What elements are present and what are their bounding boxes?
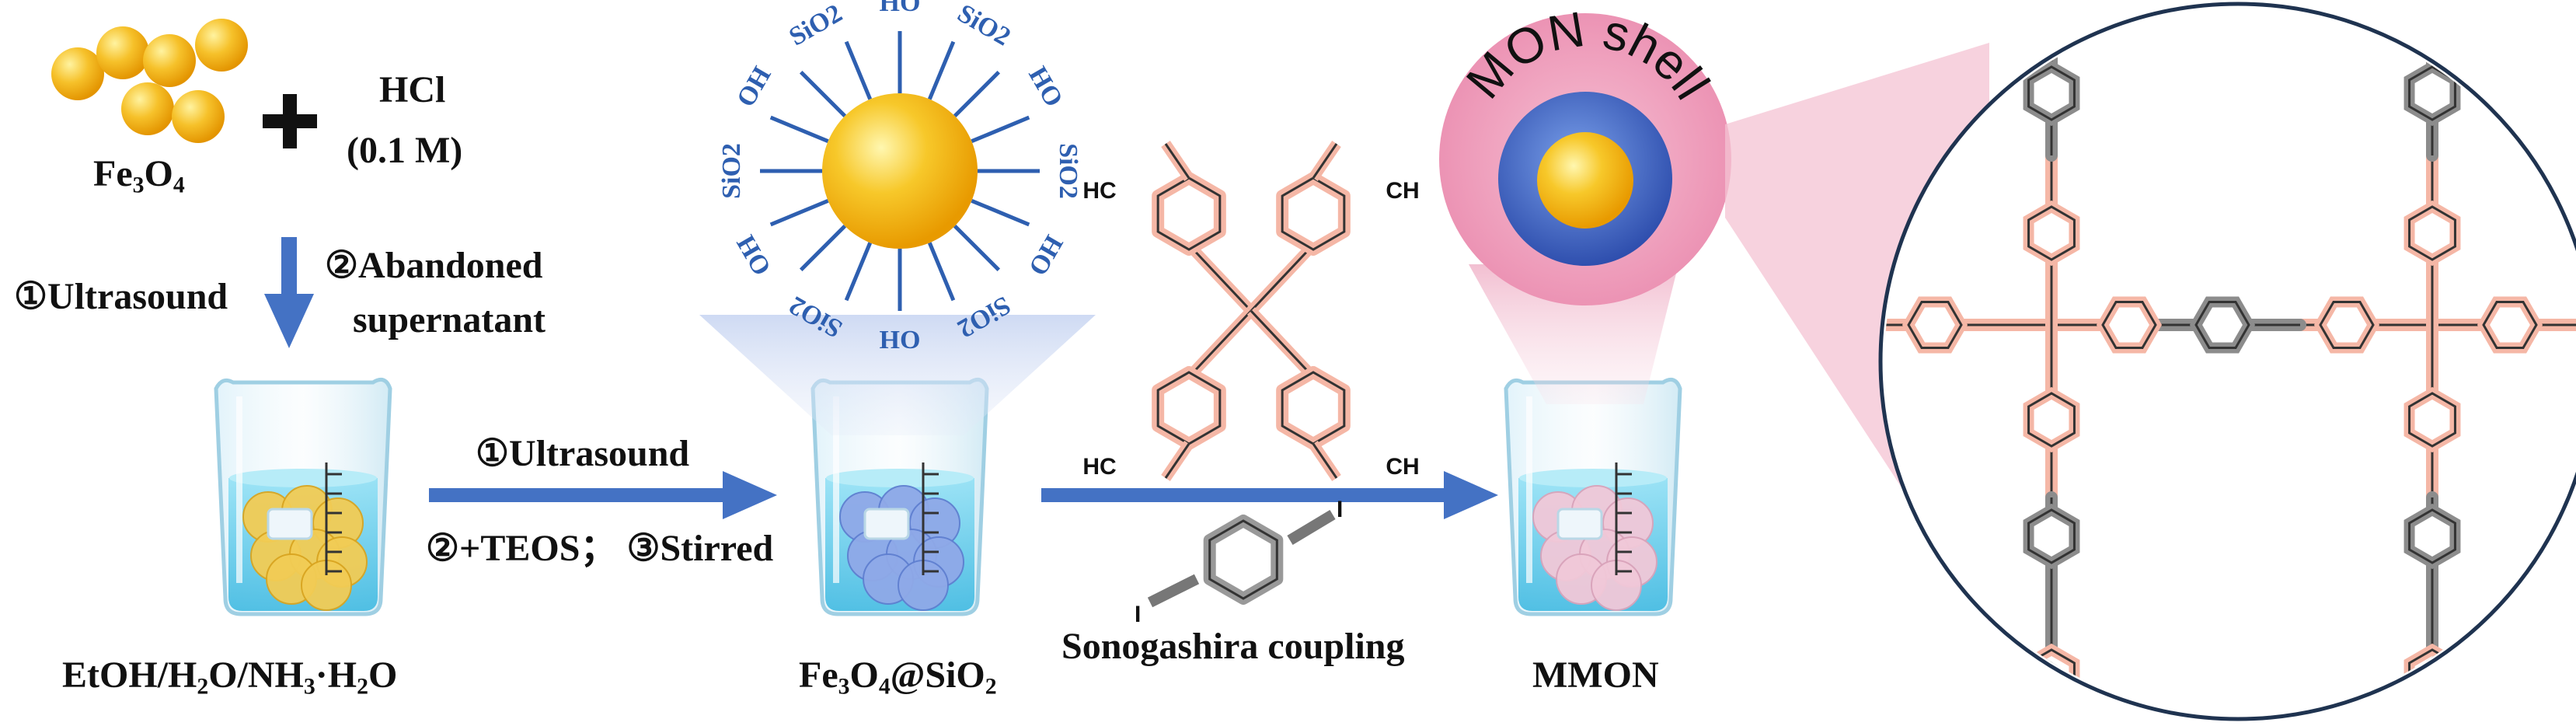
network-structure [1884,9,2576,710]
magnify-beam [699,315,1096,435]
surface-group-label: SiO2 [717,143,746,199]
alkyne-terminal-label: CH [1386,178,1419,204]
diiodobenzene-icon: II [1135,497,1343,627]
mon-network-magnified [1878,2,2576,721]
ultrasound-label-1: ①Ultrasound [14,276,228,317]
fe3o4-label: Fe3O4 [93,153,185,198]
mmon-label: MMON [1532,654,1659,696]
hcl-label: HCl [379,69,446,110]
arrow-1 [429,471,777,519]
alkyne-terminal-label: HC [1082,454,1116,480]
surface-group-label: SiO2 [784,0,847,51]
surface-group-label: HO [880,0,921,17]
alkyne-terminal-label: HC [1082,178,1116,204]
solvent-label: EtOH/H2O/NH3·H2O [62,654,398,700]
beaker-icon [810,377,989,616]
tetraphenylmethane-monomer-icon: HC CH HC CH [1082,141,1420,481]
iodine-label: I [1337,497,1343,522]
mmon-core-shell-icon [1439,13,1731,305]
down-arrow [264,237,314,348]
surface-group-label: SiO2 [1054,143,1082,199]
supernatant-label: supernatant [353,299,546,340]
surface-group-label: HO [1023,230,1068,280]
surface-group-label: HO [1023,62,1068,112]
alkyne-terminal-label: CH [1386,454,1419,480]
fe3o4-particles [51,19,248,143]
arrow-2 [1041,471,1498,519]
iodine-label: I [1135,602,1141,627]
abandoned-label: ②Abandoned [325,245,543,286]
plus-icon [263,94,317,148]
ultrasound-label-2: ①Ultrasound [476,433,690,474]
beaker-icon [1504,377,1682,616]
surface-group-label: SiO2 [953,0,1016,51]
surface-group-label: OH [731,62,776,112]
hcl-concentration-label: (0.1 M) [347,130,463,171]
fe3o4-sio2-label: Fe3O4@SiO2 [799,654,997,700]
surface-group-label: OH [880,325,921,354]
beaker-icon [214,377,392,616]
sonogashira-label: Sonogashira coupling [1061,626,1405,667]
teos-stirred-label: ②+TEOS； ③Stirred [426,528,774,569]
surface-group-label: OH [731,230,776,280]
